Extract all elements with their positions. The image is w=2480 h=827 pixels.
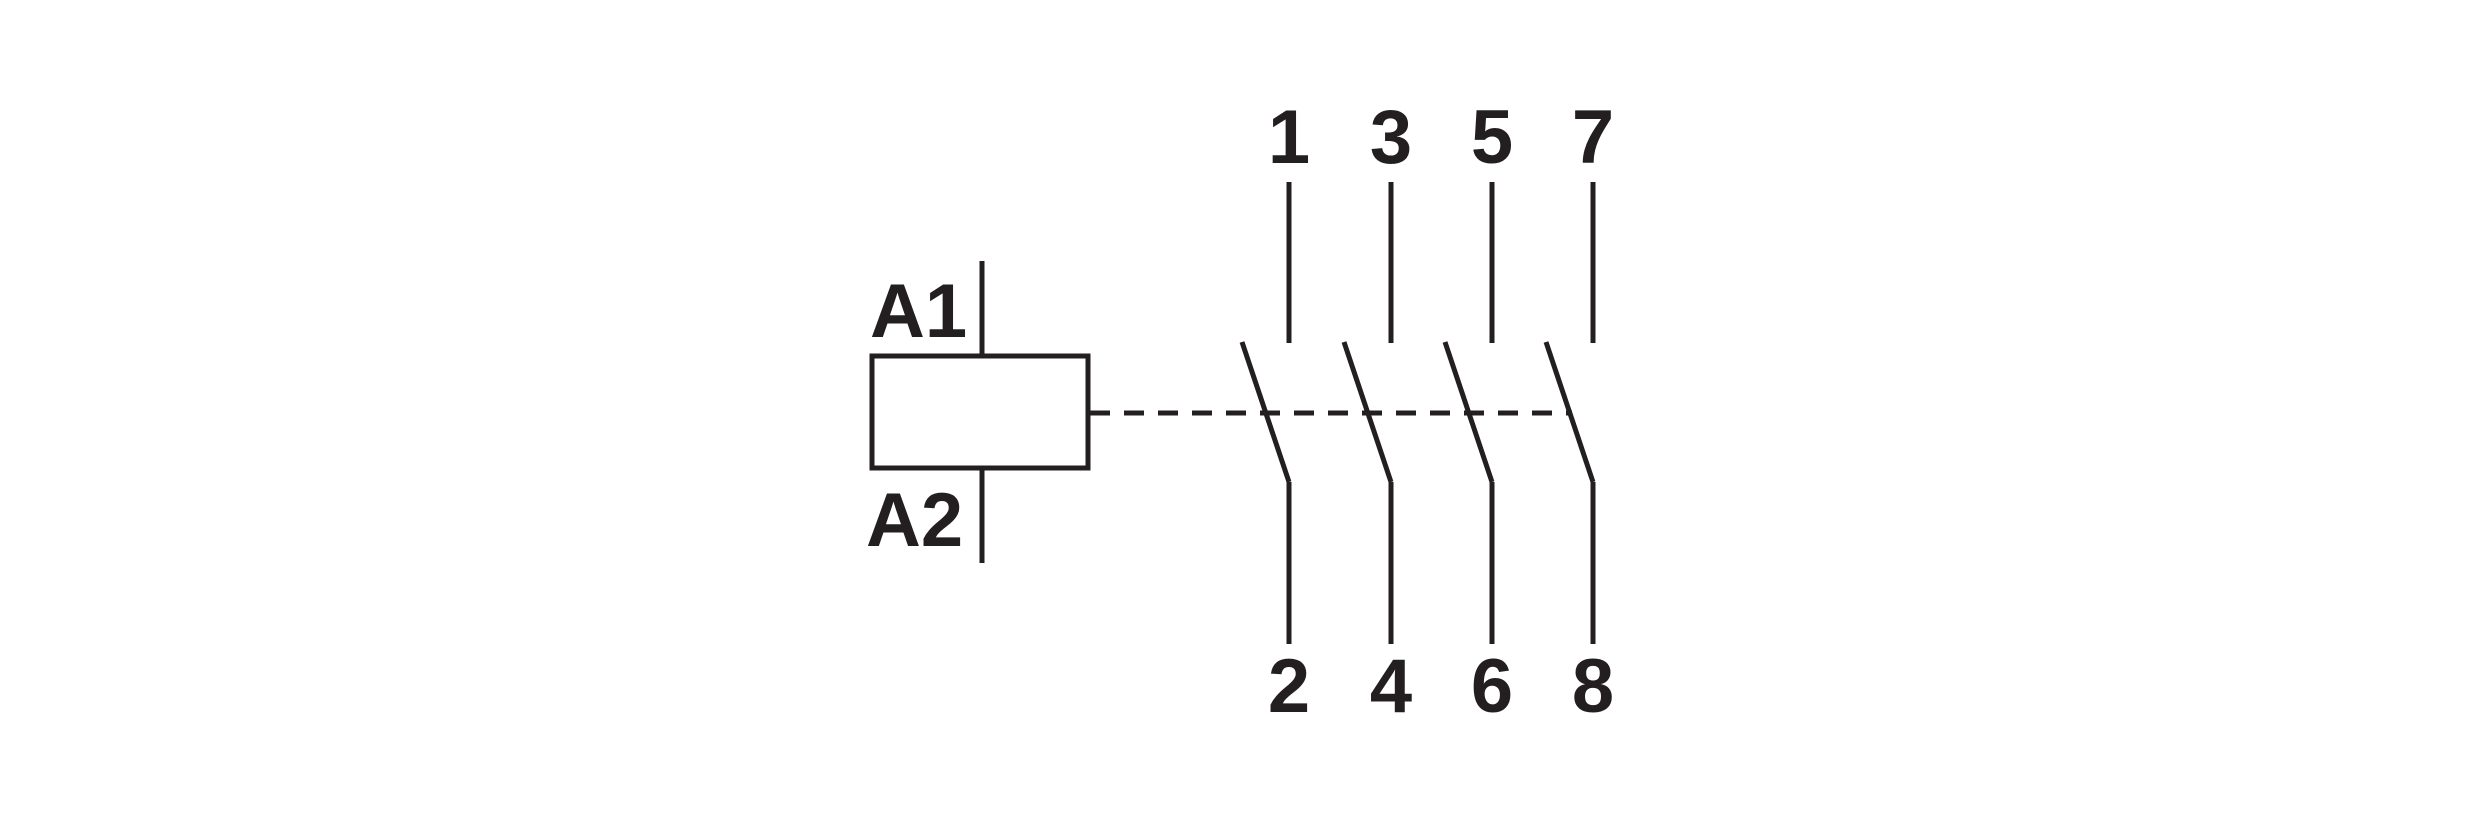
terminal-label-bottom: 4 [1370,644,1412,729]
contact-1-2: 12 [1239,95,1310,729]
contact-7-8: 78 [1543,95,1614,729]
terminal-label-top: 7 [1572,95,1614,180]
contact-blade [1543,341,1596,483]
terminal-label-bottom: 6 [1471,644,1513,729]
contact-5-6: 56 [1442,95,1513,729]
contact-blade [1442,341,1495,483]
coil-label-a1: A1 [870,269,967,354]
contact-blade [1239,341,1292,483]
terminal-label-bottom: 8 [1572,644,1614,729]
coil: A1 A2 [866,261,1091,563]
contact-3-4: 34 [1341,95,1412,729]
coil-label-a2: A2 [866,478,963,563]
terminal-label-top: 5 [1471,95,1513,180]
terminal-label-top: 1 [1268,95,1310,180]
contact-blade [1341,341,1394,483]
terminal-label-bottom: 2 [1268,644,1310,729]
coil-box [869,353,1091,471]
terminal-label-top: 3 [1370,95,1412,180]
